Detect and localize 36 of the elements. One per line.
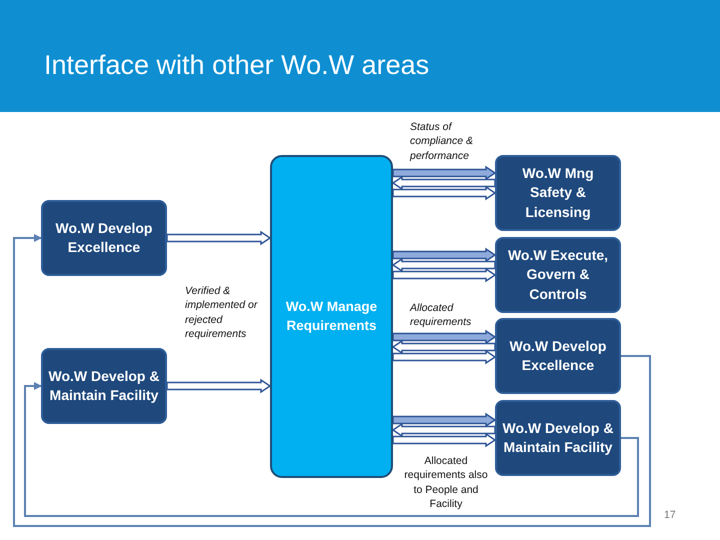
arrow xyxy=(392,340,496,354)
annotation-text: Allocated requirements also to People and Facility xyxy=(403,454,489,512)
arrow xyxy=(166,378,272,394)
arrow xyxy=(392,258,496,272)
connector-line xyxy=(24,382,639,517)
box-label: Wo.W Develop & Maintain Facility xyxy=(48,366,160,405)
arrow xyxy=(166,230,272,246)
box-label: Wo.W Develop Excellence xyxy=(54,218,154,257)
annotation-text: Allocated requirements xyxy=(410,301,472,330)
box-label: Wo.W Execute, Govern & Controls xyxy=(506,246,610,304)
title: Interface with other Wo.W areas xyxy=(44,50,430,81)
process-box xyxy=(495,400,621,476)
arrow xyxy=(392,176,496,190)
annotation-text: Verified & implemented or rejected requirements xyxy=(185,284,259,342)
process-box xyxy=(270,155,393,478)
arrow xyxy=(392,186,496,200)
box-label: Wo.W Mng Safety & Licensing xyxy=(521,164,595,222)
arrow xyxy=(392,412,496,428)
arrow xyxy=(392,422,496,438)
process-box xyxy=(495,237,621,313)
arrow xyxy=(392,268,496,282)
connector-line xyxy=(13,234,651,527)
process-box xyxy=(41,348,167,424)
arrow xyxy=(392,330,496,344)
process-box xyxy=(495,155,621,231)
page-number: 17 xyxy=(664,508,677,522)
box-label: Wo.W Develop & Maintain Facility xyxy=(502,418,614,457)
arrow xyxy=(392,166,496,180)
arrow xyxy=(392,432,496,448)
process-box xyxy=(41,200,167,276)
arrow xyxy=(392,248,496,262)
annotation-text: Status of compliance & performance xyxy=(410,120,474,164)
arrow xyxy=(392,350,496,364)
process-box xyxy=(495,318,621,394)
box-label: Wo.W Manage Requirements xyxy=(284,298,378,335)
box-label: Wo.W Develop Excellence xyxy=(508,336,608,375)
